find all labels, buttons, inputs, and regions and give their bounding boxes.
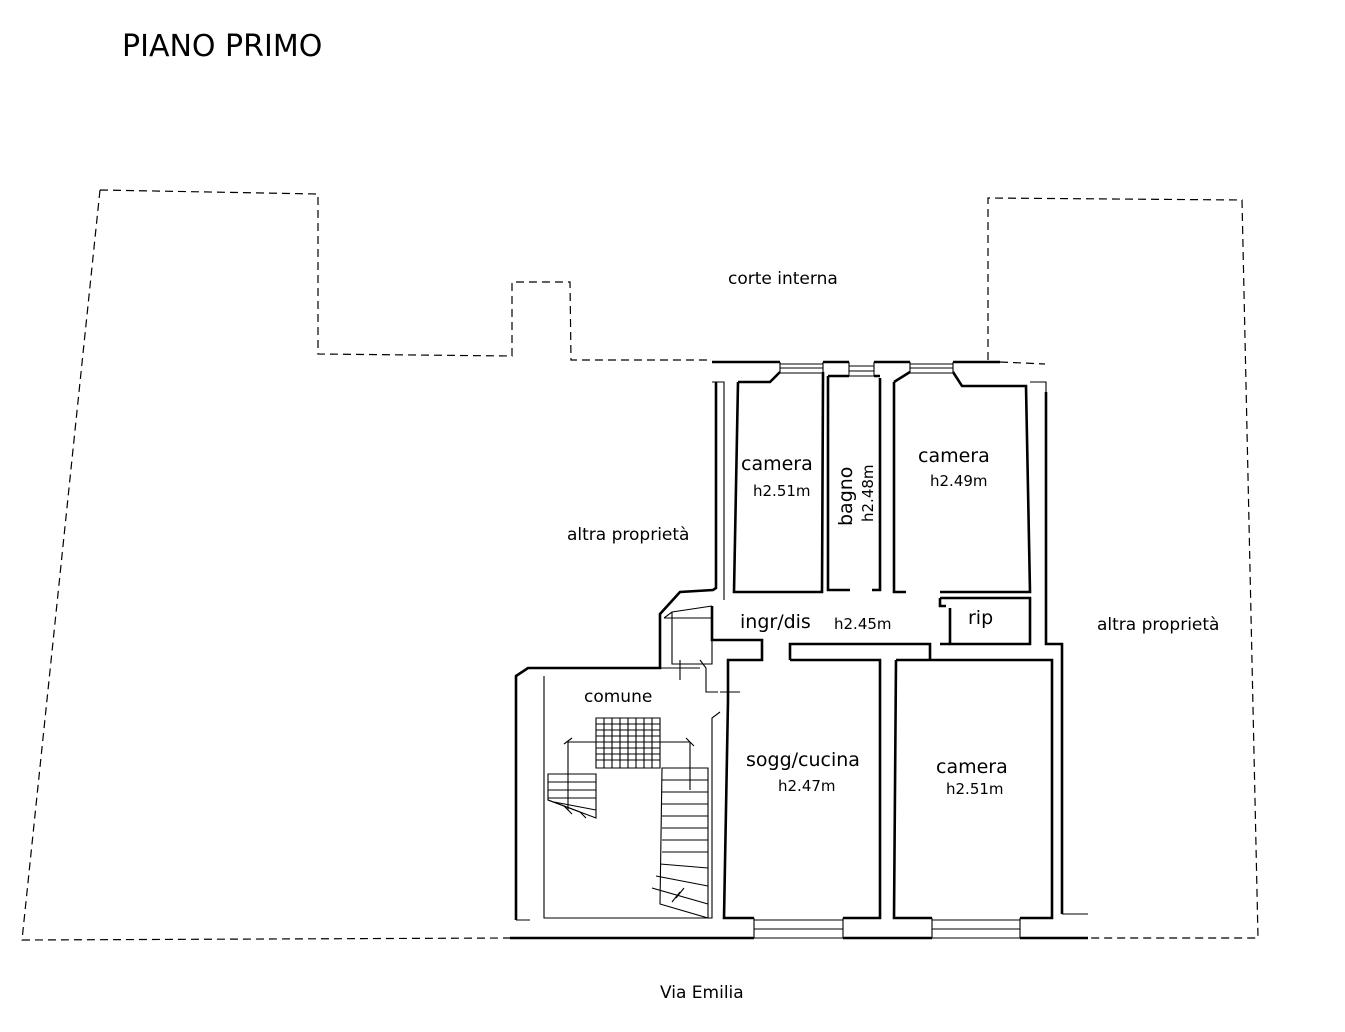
room-height: h2.45m bbox=[834, 615, 892, 633]
other-property-right-label: altra proprietà bbox=[1097, 615, 1219, 635]
room-name: bagno bbox=[835, 467, 857, 526]
room-height: h2.48m bbox=[859, 464, 877, 522]
exterior-walls bbox=[510, 360, 1088, 940]
room-name: sogg/cucina bbox=[746, 749, 860, 771]
room-name: camera bbox=[936, 756, 1008, 778]
room-height: h2.47m bbox=[778, 777, 836, 795]
room-name: rip bbox=[968, 607, 993, 629]
street-label: Via Emilia bbox=[660, 983, 744, 1003]
room-name: camera bbox=[741, 453, 813, 475]
room-name: ingr/dis bbox=[740, 611, 811, 633]
room-height: h2.49m bbox=[930, 472, 988, 490]
other-property-left-label: altra proprietà bbox=[567, 525, 689, 545]
plan-title: PIANO PRIMO bbox=[122, 29, 322, 64]
property-boundary-left bbox=[21, 189, 511, 941]
room-height: h2.51m bbox=[753, 482, 811, 500]
property-boundary bbox=[99, 189, 710, 361]
property-boundary-right bbox=[987, 197, 1259, 939]
staircase bbox=[547, 717, 709, 919]
room-name: camera bbox=[918, 445, 990, 467]
room-height: h2.51m bbox=[946, 780, 1004, 798]
windows bbox=[753, 363, 1021, 939]
room-walls bbox=[660, 370, 1054, 920]
property-boundary-top-right bbox=[999, 361, 1046, 365]
common-area-label: comune bbox=[584, 687, 652, 707]
courtyard-label: corte interna bbox=[728, 269, 838, 289]
